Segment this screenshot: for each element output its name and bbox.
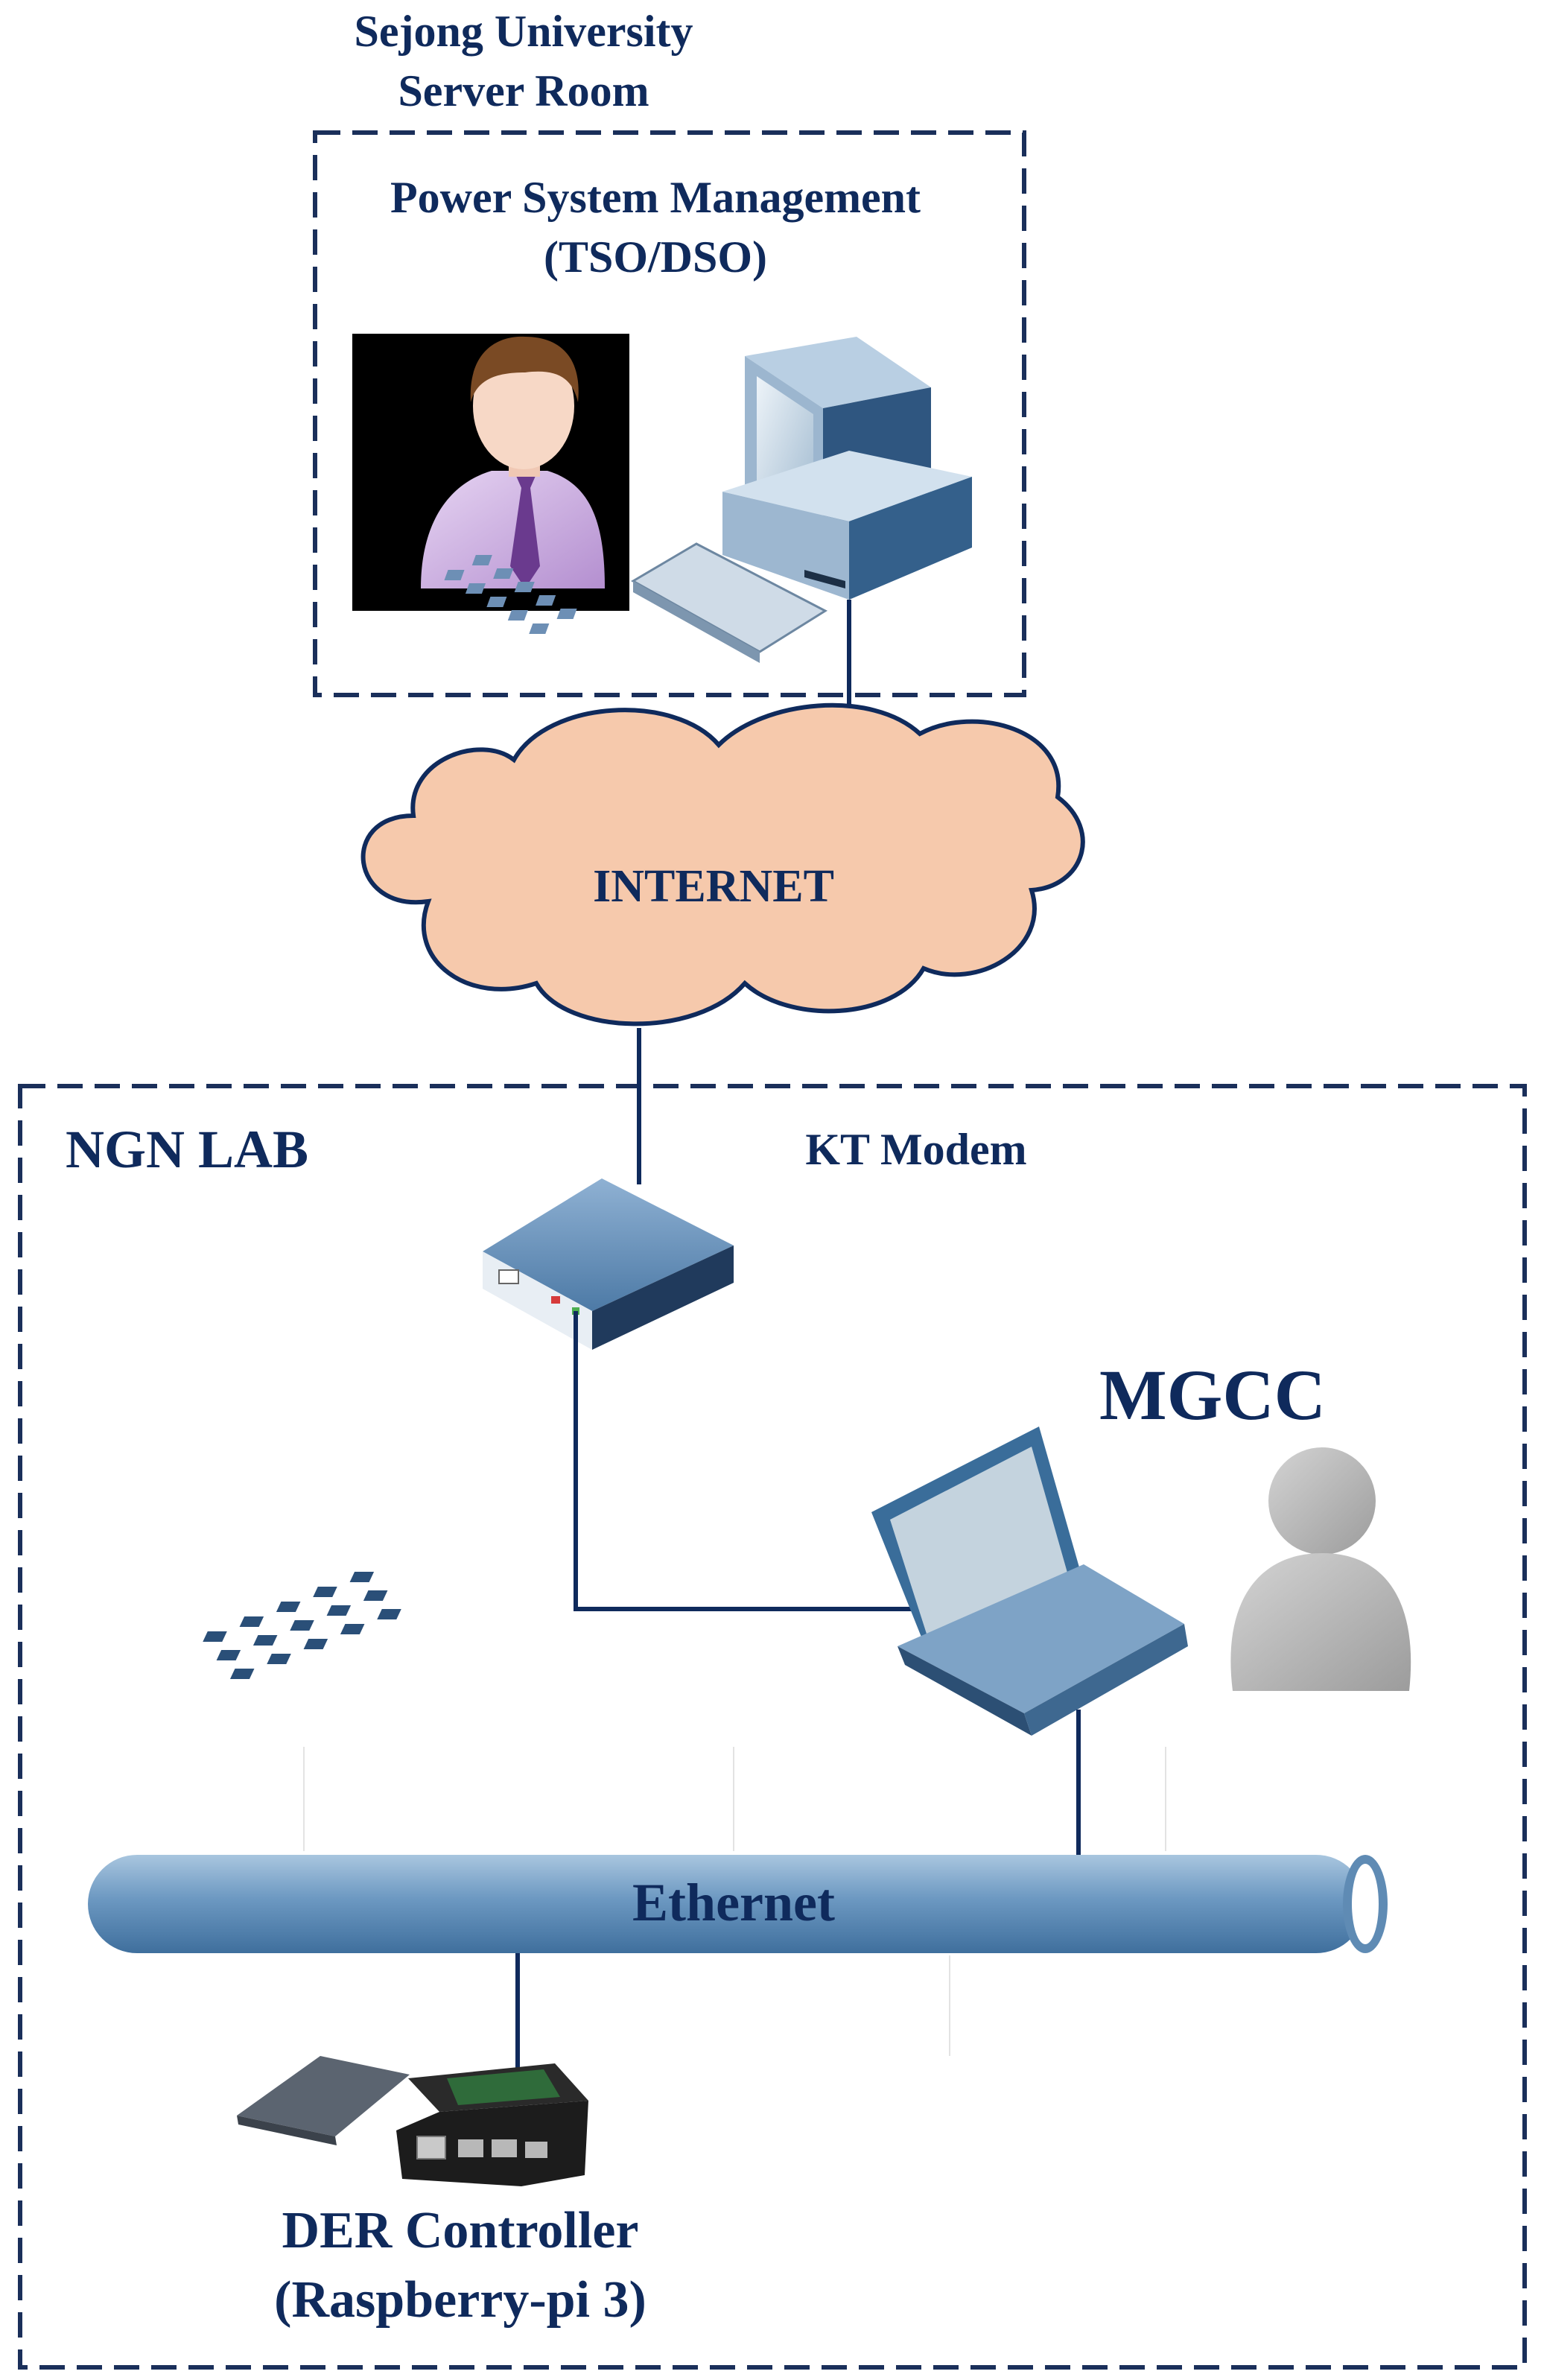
laptop-icon xyxy=(203,1427,1188,1736)
der-controller-label-line1: DER Controller xyxy=(282,2202,639,2259)
internet-cloud-icon xyxy=(360,702,1085,1026)
desktop-computer-icon xyxy=(444,337,972,663)
power-system-title-line2: (TSO/DSO) xyxy=(544,232,767,282)
power-system-title-line1: Power System Management xyxy=(390,173,921,222)
mgcc-user-icon xyxy=(1230,1447,1411,1691)
ngn-lab-title: NGN LAB xyxy=(66,1120,308,1179)
server-room-boundary xyxy=(313,130,1026,697)
kt-modem-icon xyxy=(483,1178,734,1350)
kt-modem-label: KT Modem xyxy=(805,1125,1026,1174)
ngn-lab-boundary xyxy=(18,1084,1527,2370)
server-room-location-line2: Server Room xyxy=(398,66,649,115)
guide-lines xyxy=(303,1747,1166,2056)
internet-label: INTERNET xyxy=(593,861,834,912)
mgcc-label: MGCC xyxy=(1099,1355,1326,1435)
ethernet-label: Ethernet xyxy=(632,1873,835,1932)
operator-avatar-icon xyxy=(352,334,629,611)
server-room-location-line1: Sejong University xyxy=(355,7,693,56)
der-controller-label-line2: (Raspberry-pi 3) xyxy=(274,2271,646,2329)
raspberry-pi-icon xyxy=(237,2056,588,2186)
ethernet-bus xyxy=(88,1855,1388,1953)
modem-laptop-link xyxy=(574,1311,912,1611)
